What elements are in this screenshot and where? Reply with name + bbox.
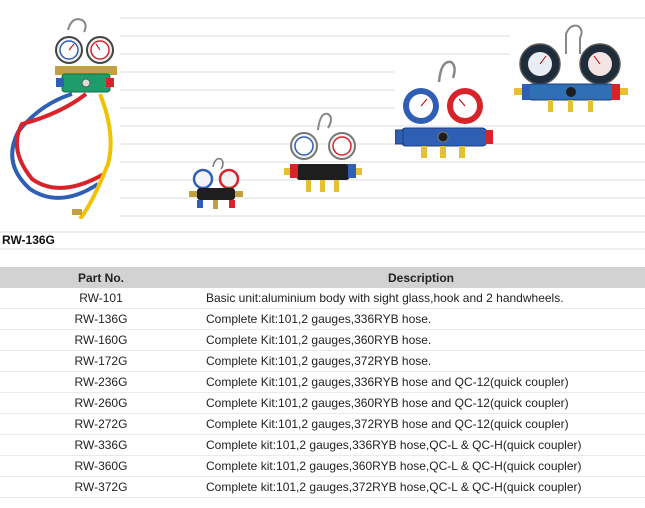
description-cell: Complete Kit:101,2 gauges,372RYB hose an… (202, 413, 645, 435)
description-cell: Complete Kit:101,2 gauges,336RYB hose. (202, 308, 645, 330)
part-no-cell: RW-236G (0, 371, 202, 393)
description-cell: Complete kit:101,2 gauges,336RYB hose,QC… (202, 434, 645, 456)
header-part-no: Part No. (77, 270, 124, 285)
part-no-cell: RW-160G (0, 329, 202, 351)
product-image-small-manifold (189, 157, 243, 209)
image-caption: RW-136G (2, 233, 55, 247)
product-image-black-manifold (284, 112, 362, 192)
part-no-cell: RW-136G (0, 308, 202, 330)
part-no-cell: RW-172G (0, 350, 202, 372)
description-cell: Complete kit:101,2 gauges,372RYB hose,QC… (202, 476, 645, 498)
description-cell: Complete kit:101,2 gauges,360RYB hose,QC… (202, 455, 645, 477)
table-header-row: Part No. Description (0, 267, 645, 288)
description-cell: Basic unit:aluminium body with sight gla… (202, 288, 645, 309)
part-no-cell: RW-360G (0, 455, 202, 477)
description-cell: Complete Kit:101,2 gauges,360RYB hose an… (202, 392, 645, 414)
description-cell: Complete Kit:101,2 gauges,336RYB hose an… (202, 371, 645, 393)
part-no-cell: RW-372G (0, 476, 202, 498)
part-no-cell: RW-336G (0, 434, 202, 456)
description-cell: Complete Kit:101,2 gauges,360RYB hose. (202, 329, 645, 351)
product-image-rw-136g (10, 18, 117, 219)
description-cell: Complete Kit:101,2 gauges,372RYB hose. (202, 350, 645, 372)
product-image-dark-gauge-manifold (514, 24, 628, 112)
header-description: Description (388, 270, 455, 285)
part-no-cell: RW-272G (0, 413, 202, 435)
part-no-cell: RW-101 (0, 288, 202, 309)
product-image-blue-manifold (395, 60, 493, 158)
part-no-cell: RW-260G (0, 392, 202, 414)
